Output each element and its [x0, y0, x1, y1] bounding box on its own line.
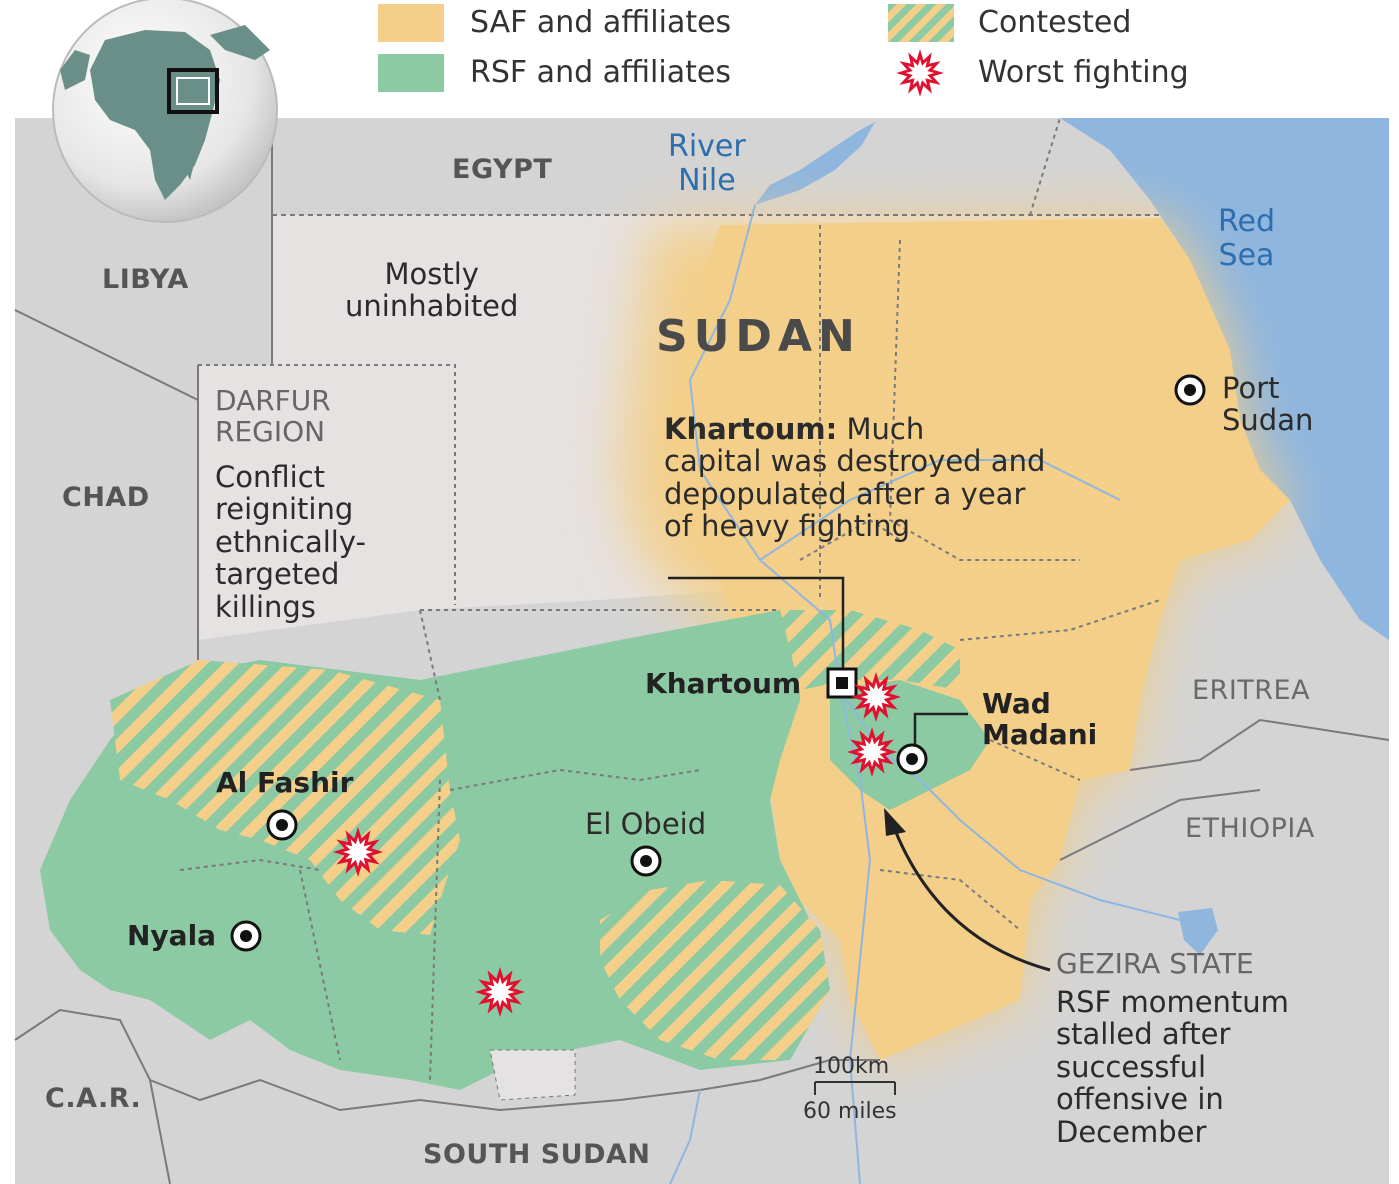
river-nile-label: River Nile — [668, 129, 746, 198]
city-nyala: Nyala — [127, 919, 217, 952]
capital-marker-icon — [826, 667, 858, 699]
uninhabited-label: Mostly uninhabited — [345, 257, 519, 324]
scale-bar — [814, 1081, 896, 1095]
legend-swatches — [378, 4, 954, 97]
gezira-arrowhead — [884, 808, 906, 836]
country-sudan: SUDAN — [656, 311, 861, 362]
darfur-region-title: DARFUR REGION — [215, 384, 331, 449]
legend-worst-label: Worst fighting — [978, 55, 1189, 90]
country-eritrea: ERITREA — [1192, 675, 1311, 706]
lake-nasser — [755, 122, 875, 205]
city-el-obeid: El Obeid — [585, 807, 707, 841]
gezira-arrow — [893, 829, 1051, 972]
red-sea-label: Red Sea — [1218, 204, 1275, 273]
gezira-state-title: GEZIRA STATE — [1056, 947, 1254, 980]
city-khartoum: Khartoum — [645, 667, 802, 700]
city-marker-icon — [266, 809, 298, 841]
lake-tana — [1178, 908, 1218, 955]
borders — [14, 117, 1390, 1184]
khartoum-note-bold: Khartoum: — [664, 412, 838, 446]
globe-icon — [52, 0, 278, 223]
country-ethiopia: ETHIOPIA — [1185, 813, 1315, 844]
city-marker-icon — [630, 845, 662, 877]
country-chad: CHAD — [62, 482, 150, 513]
saf-territory — [620, 218, 1290, 1060]
city-port-sudan: Port Sudan — [1222, 371, 1314, 438]
burst-icon — [475, 967, 525, 1017]
khartoum-note-text: Much capital was destroyed and depopulat… — [664, 412, 1046, 544]
burst-icon — [896, 49, 944, 97]
contested-khartoum — [780, 610, 960, 690]
city-marker-icon — [230, 920, 262, 952]
legend-rsf-label: RSF and affiliates — [470, 55, 731, 90]
legend-contested-label: Contested — [978, 5, 1132, 40]
city-wad-madani: Wad Madani — [982, 687, 1098, 752]
burst-icon — [333, 827, 383, 877]
country-libya: LIBYA — [102, 264, 189, 295]
burst-icon — [851, 672, 901, 722]
gezira-state-note: RSF momentum stalled after successful of… — [1056, 985, 1289, 1149]
leader-lines — [668, 576, 968, 745]
worst-fighting-markers — [333, 672, 901, 1017]
country-egypt: EGYPT — [452, 154, 553, 185]
burst-icon — [847, 727, 897, 777]
city-marker-icon — [1174, 374, 1206, 406]
khartoum-note: Khartoum: Much capital was destroyed and… — [664, 413, 1045, 543]
contested-south-kordofan — [600, 880, 830, 1060]
scale-km: 100km — [813, 1054, 890, 1079]
darfur-region-note: Conflict reigniting ethnically- targeted… — [215, 460, 366, 624]
abyei-pocket — [489, 1049, 576, 1101]
country-car: C.A.R. — [45, 1083, 142, 1114]
contested-darfur — [110, 660, 460, 935]
legend-saf-label: SAF and affiliates — [470, 5, 732, 40]
red-sea — [1060, 118, 1389, 640]
city-al-fashir: Al Fashir — [216, 766, 354, 799]
scale-miles: 60 miles — [803, 1099, 897, 1124]
city-markers — [230, 374, 1206, 952]
country-south-sudan: SOUTH SUDAN — [423, 1139, 651, 1170]
city-marker-icon — [896, 743, 928, 775]
